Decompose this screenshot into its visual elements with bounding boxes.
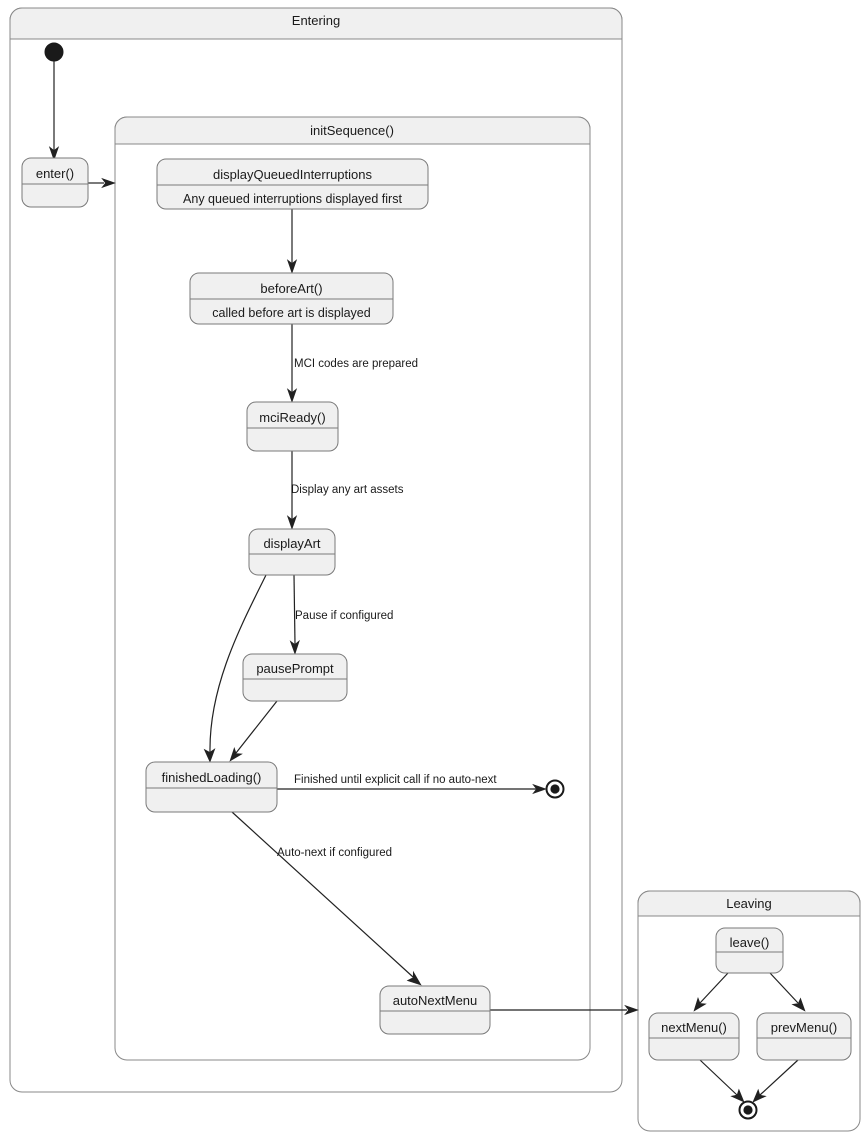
state-before-art-label: beforeArt() [260, 281, 322, 296]
transition-initial-to-enter [48, 61, 60, 161]
transition-leave-to-next-menu [693, 972, 729, 1012]
composite-leaving-header [637, 890, 861, 917]
state-finished-loading[interactable]: finishedLoading() [145, 761, 278, 813]
transition-prev-menu-to-final [752, 1059, 799, 1103]
state-display-queued-interruptions-body [156, 158, 429, 210]
state-leave-label: leave() [730, 935, 770, 950]
state-auto-next-menu-label: autoNextMenu [393, 993, 478, 1008]
transition-display-art-to-finished-loading [203, 574, 267, 763]
state-before-art-desc: called before art is displayed [212, 306, 370, 320]
initial-state-node[interactable] [44, 42, 64, 62]
transition-next-menu-to-final [699, 1059, 745, 1103]
transition-display-art-to-pause-prompt: Pause if configured [289, 574, 393, 655]
state-before-art[interactable]: beforeArt() called before art is display… [189, 272, 394, 325]
composite-state-leaving[interactable]: Leaving [637, 890, 861, 1132]
transition-finished-loading-to-final: Finished until explicit call if no auto-… [277, 774, 547, 795]
state-finished-loading-label: finishedLoading() [162, 770, 262, 785]
transition-finished-loading-to-auto-next-menu: Auto-next if configured [231, 811, 422, 986]
composite-leaving-body [637, 890, 861, 1132]
final-state-leaving[interactable] [738, 1100, 758, 1120]
state-pause-prompt-label: pausePrompt [256, 661, 334, 676]
state-pause-prompt-body [242, 653, 348, 702]
state-display-art-label: displayArt [263, 536, 320, 551]
composite-init-sequence-body [114, 116, 591, 1061]
transition-before-art-to-mci-ready: MCI codes are prepared [286, 324, 418, 403]
final-state-init-sequence[interactable] [545, 779, 565, 799]
composite-entering-header [9, 7, 623, 40]
transition-dqi-to-before-art [286, 209, 298, 274]
state-next-menu[interactable]: nextMenu() [648, 1012, 740, 1061]
edge-label-display-any-art-assets: Display any art assets [291, 484, 404, 496]
edge-label-mci-codes-are-prepared: MCI codes are prepared [294, 358, 418, 370]
state-auto-next-menu-body [379, 985, 491, 1035]
state-display-art[interactable]: displayArt [248, 528, 336, 576]
edge-label-auto-next-if-configured: Auto-next if configured [277, 847, 392, 859]
state-display-art-body [248, 528, 336, 576]
state-leave-body [715, 927, 784, 974]
state-display-queued-interruptions[interactable]: displayQueuedInterruptions Any queued in… [156, 158, 429, 210]
state-next-menu-body [648, 1012, 740, 1061]
state-mci-ready-label: mciReady() [259, 410, 325, 425]
state-display-queued-interruptions-desc: Any queued interruptions displayed first [183, 192, 402, 206]
composite-leaving-title: Leaving [726, 896, 772, 911]
state-leave[interactable]: leave() [715, 927, 784, 974]
state-prev-menu-label: prevMenu() [771, 1020, 837, 1035]
composite-entering-title: Entering [292, 13, 340, 28]
state-mci-ready[interactable]: mciReady() [246, 401, 339, 452]
edge-label-finished-until-explicit-call: Finished until explicit call if no auto-… [294, 774, 497, 786]
state-mci-ready-body [246, 401, 339, 452]
state-enter[interactable]: enter() [21, 157, 89, 208]
state-next-menu-label: nextMenu() [661, 1020, 727, 1035]
state-prev-menu[interactable]: prevMenu() [756, 1012, 852, 1061]
composite-state-init-sequence[interactable]: initSequence() [114, 116, 591, 1061]
state-enter-body [21, 157, 89, 208]
state-prev-menu-body [756, 1012, 852, 1061]
edge-label-pause-if-configured: Pause if configured [295, 610, 393, 622]
state-finished-loading-body [145, 761, 278, 813]
state-pause-prompt[interactable]: pausePrompt [242, 653, 348, 702]
state-auto-next-menu[interactable]: autoNextMenu [379, 985, 491, 1035]
transition-pause-prompt-to-finished-loading [229, 700, 278, 762]
state-display-queued-interruptions-label: displayQueuedInterruptions [213, 167, 372, 182]
transition-auto-next-menu-to-leaving [490, 1004, 639, 1016]
state-enter-label: enter() [36, 166, 74, 181]
transition-enter-to-init-sequence [88, 177, 116, 189]
transition-leave-to-prev-menu [769, 972, 806, 1012]
transition-mci-ready-to-display-art: Display any art assets [286, 451, 404, 530]
composite-init-sequence-title: initSequence() [310, 123, 394, 138]
composite-init-sequence-header [114, 116, 591, 145]
